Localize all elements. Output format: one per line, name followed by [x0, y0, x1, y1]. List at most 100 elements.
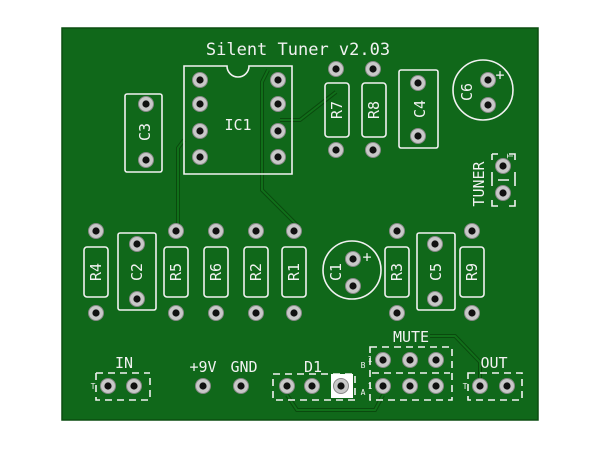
mute-row-b-label: B [361, 361, 366, 370]
r9-outline [459, 246, 485, 298]
r4-outline [83, 246, 109, 298]
r3-drill-hole [393, 227, 401, 235]
r1-drill-hole [290, 227, 298, 235]
r7-drill-hole [332, 65, 340, 73]
r2-label: R2 [247, 263, 265, 281]
c6-drill-hole [484, 76, 492, 84]
d1-drill-hole [308, 382, 316, 390]
r1-label: R1 [285, 263, 303, 281]
mute-label: MUTE [393, 328, 429, 346]
d1-label: D1 [304, 358, 322, 376]
ic1-footprint: IC1 [183, 65, 293, 175]
mute-drill-hole [379, 382, 387, 390]
r7-label: R7 [328, 101, 346, 119]
power-gnd-label: GND [230, 358, 257, 376]
c2-outline [117, 232, 157, 311]
ic1-drill-hole [274, 76, 282, 84]
out-tip-mark: T [463, 382, 468, 391]
ic1-drill-hole [196, 153, 204, 161]
in-label: IN [115, 354, 133, 372]
mute-drill-hole [406, 382, 414, 390]
r7-drill-hole [332, 146, 340, 154]
board-title: Silent Tuner v2.03 [206, 40, 390, 60]
in-drill-hole [104, 382, 112, 390]
r4-drill-hole [92, 227, 100, 235]
r5-label: R5 [167, 263, 185, 281]
ic1-drill-hole [196, 76, 204, 84]
r6-drill-hole [212, 309, 220, 317]
tuner-tip-mark: T [506, 153, 515, 158]
c6-label: C6 [458, 83, 476, 101]
c2-label: C2 [128, 263, 146, 281]
mute-drill-hole [406, 356, 414, 364]
mute-drill-hole [432, 382, 440, 390]
tuner-drill-hole [499, 162, 507, 170]
c4-label: C4 [411, 100, 429, 118]
d1-drill-hole [283, 382, 291, 390]
r5-outline [163, 246, 189, 298]
c5-label: C5 [427, 263, 445, 281]
ic1-drill-hole [274, 100, 282, 108]
pads [88, 61, 515, 394]
r4-drill-hole [92, 309, 100, 317]
c5-outline [416, 232, 456, 311]
power-pos-label: +9V [189, 358, 216, 376]
c1-outline [322, 240, 382, 300]
out-drill-hole [503, 382, 511, 390]
r2-drill-hole [252, 309, 260, 317]
r8-outline [361, 82, 387, 138]
ic1-drill-hole [274, 153, 282, 161]
power-gnd-drill-hole [237, 382, 245, 390]
r3-drill-hole [393, 309, 401, 317]
r1-outline [281, 246, 307, 298]
tuner-label: TUNER [470, 160, 488, 206]
in-drill-hole [130, 382, 138, 390]
c4-drill-hole [414, 79, 422, 87]
r6-outline [203, 246, 229, 298]
in-tip-mark: T [91, 382, 96, 391]
c5-drill-hole [431, 295, 439, 303]
mute-row-b-pin1: 1 [368, 355, 373, 364]
mute-drill-hole [379, 356, 387, 364]
c3-drill-hole [142, 100, 150, 108]
r8-label: R8 [365, 101, 383, 119]
c1-drill-hole [349, 255, 357, 263]
ic1-drill-hole [274, 127, 282, 135]
mute-row-a-pin1: 1 [368, 382, 373, 391]
r2-drill-hole [252, 227, 260, 235]
ic1-label: IC1 [224, 116, 251, 134]
c6-outline [452, 59, 514, 121]
tuner-drill-hole [499, 189, 507, 197]
out-label: OUT [480, 354, 507, 372]
power-pos-drill-hole [199, 382, 207, 390]
mute-row-a-label: A [361, 388, 366, 397]
r6-label: R6 [207, 263, 225, 281]
c1-drill-hole [349, 282, 357, 290]
c3-outline [124, 93, 163, 173]
c6-drill-hole [484, 101, 492, 109]
r9-drill-hole [468, 309, 476, 317]
c1-plus-mark: + [362, 248, 371, 266]
r3-label: R3 [388, 263, 406, 281]
c1-label: C1 [327, 263, 345, 281]
c3-drill-hole [142, 156, 150, 164]
c3-label: C3 [136, 123, 154, 141]
r7-outline [324, 82, 350, 138]
c2-drill-hole [133, 295, 141, 303]
ic1-drill-hole [196, 127, 204, 135]
c6-plus-mark: + [495, 66, 504, 84]
r9-drill-hole [468, 227, 476, 235]
mute-drill-hole [432, 356, 440, 364]
out-drill-hole [476, 382, 484, 390]
r9-label: R9 [463, 263, 481, 281]
c4-outline [398, 69, 439, 149]
r8-drill-hole [369, 65, 377, 73]
c2-drill-hole [133, 240, 141, 248]
r6-drill-hole [212, 227, 220, 235]
r5-drill-hole [172, 309, 180, 317]
r2-outline [243, 246, 269, 298]
r1-drill-hole [290, 309, 298, 317]
r8-drill-hole [369, 146, 377, 154]
r3-outline [384, 246, 410, 298]
